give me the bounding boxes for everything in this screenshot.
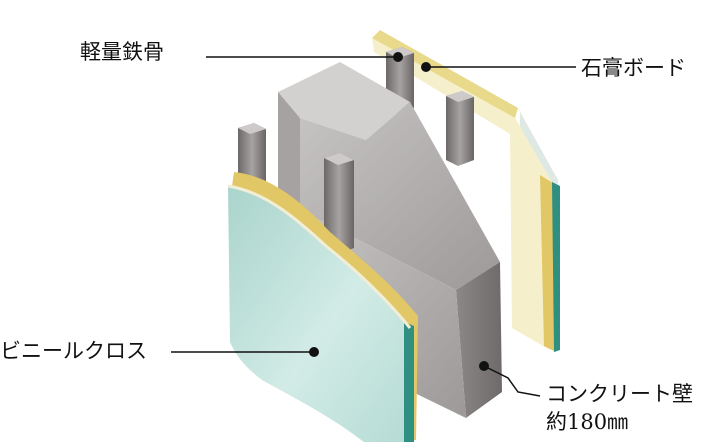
leader-concrete-wall bbox=[483, 365, 541, 397]
dot-gypsum-board bbox=[421, 62, 431, 72]
leader-dots bbox=[309, 52, 489, 371]
label-light-steel: 軽量鉄骨 bbox=[80, 40, 164, 64]
label-gypsum-board: 石膏ボード bbox=[581, 56, 686, 80]
leader-lines bbox=[171, 56, 576, 397]
dot-light-steel bbox=[393, 52, 403, 62]
label-vinyl-cloth: ビニールクロス bbox=[0, 339, 147, 363]
dot-concrete-wall bbox=[479, 361, 489, 371]
vinyl-cloth-panel bbox=[227, 184, 414, 442]
dot-vinyl-cloth bbox=[309, 347, 319, 357]
label-concrete-wall: コンクリート壁 bbox=[546, 382, 693, 406]
label-concrete-thickness: 約180㎜ bbox=[546, 410, 629, 434]
front-steel-stud bbox=[324, 153, 354, 254]
back-steel-stud-2 bbox=[446, 91, 474, 166]
